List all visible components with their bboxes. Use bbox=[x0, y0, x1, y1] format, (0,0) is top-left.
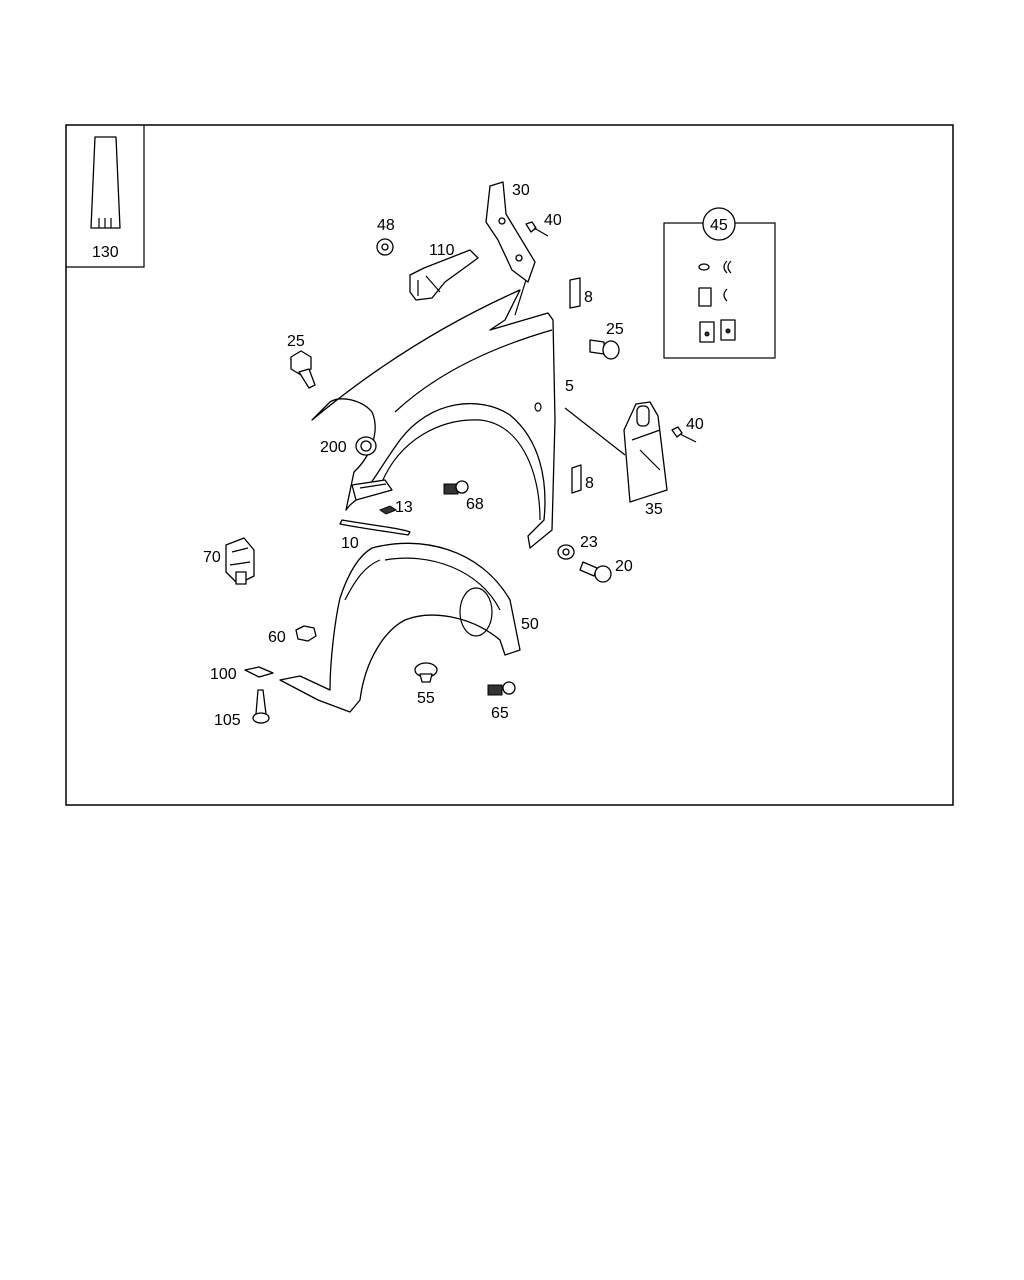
label-200: 200 bbox=[320, 439, 347, 456]
diagram-frame bbox=[65, 124, 954, 806]
label-13: 13 bbox=[395, 499, 413, 516]
part-13-clip bbox=[378, 505, 398, 515]
label-8-lower: 8 bbox=[585, 475, 594, 492]
label-100: 100 bbox=[210, 666, 237, 683]
label-10: 10 bbox=[341, 535, 359, 552]
label-105: 105 bbox=[214, 712, 241, 729]
part-23-washer bbox=[557, 544, 575, 560]
label-25-right: 25 bbox=[606, 321, 624, 338]
label-110: 110 bbox=[429, 242, 455, 259]
part-5-fender bbox=[311, 289, 556, 549]
label-5: 5 bbox=[565, 378, 574, 395]
part-25-bolt-right bbox=[589, 339, 620, 360]
kit-45-clips bbox=[698, 260, 736, 343]
part-130-strip bbox=[90, 136, 121, 229]
part-trim-piece bbox=[351, 479, 393, 501]
part-110-bracket bbox=[409, 249, 479, 301]
inset-box-45 bbox=[663, 222, 776, 359]
part-8-pad-top bbox=[569, 277, 581, 309]
label-68: 68 bbox=[466, 496, 484, 513]
label-60: 60 bbox=[268, 629, 286, 646]
part-35-bracket bbox=[564, 401, 668, 503]
part-40-screw-right bbox=[671, 426, 697, 443]
part-68-screw bbox=[443, 480, 469, 495]
part-65-screw bbox=[487, 681, 516, 696]
label-130: 130 bbox=[92, 244, 119, 261]
label-40-right: 40 bbox=[686, 416, 704, 433]
label-45: 45 bbox=[710, 217, 728, 234]
inset-box-130 bbox=[66, 125, 145, 268]
part-100-clip bbox=[244, 666, 274, 678]
part-70-bracket bbox=[225, 537, 255, 585]
label-23: 23 bbox=[580, 534, 598, 551]
label-25-left: 25 bbox=[287, 333, 305, 350]
label-30: 30 bbox=[512, 182, 530, 199]
kit-45-circle bbox=[702, 207, 736, 241]
part-30-bracket bbox=[485, 181, 536, 283]
label-70: 70 bbox=[203, 549, 221, 566]
part-200-grommet bbox=[355, 436, 377, 456]
label-20: 20 bbox=[615, 558, 633, 575]
label-65: 65 bbox=[491, 705, 509, 722]
part-20-bolt bbox=[579, 561, 612, 583]
label-40-top: 40 bbox=[544, 212, 562, 229]
label-48: 48 bbox=[377, 217, 395, 234]
part-10-strip bbox=[339, 519, 411, 536]
label-8-top: 8 bbox=[584, 289, 593, 306]
part-60-nut bbox=[295, 625, 317, 642]
label-55: 55 bbox=[417, 690, 435, 707]
part-105-screw bbox=[252, 689, 270, 724]
label-50: 50 bbox=[521, 616, 539, 633]
part-8-pad-lower bbox=[571, 464, 582, 494]
part-50-liner bbox=[279, 542, 521, 713]
part-25-bolt-left bbox=[290, 350, 316, 389]
part-55-clip bbox=[414, 662, 438, 683]
label-35: 35 bbox=[645, 501, 663, 518]
part-40-screw-top bbox=[525, 221, 549, 237]
